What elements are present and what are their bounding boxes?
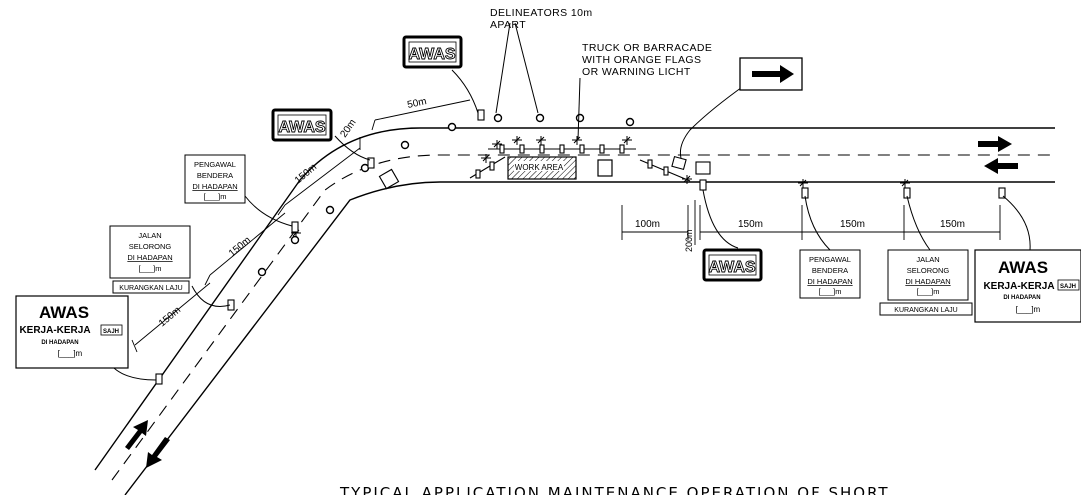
truck-label-line2: WITH ORANGE FLAGS [582,54,701,66]
kerja-sign-left: AWAS KERJA-KERJA SAJH DI HADAPAN [___]m [15,295,129,369]
road-centre-line [111,154,1055,481]
svg-text:BENDERA: BENDERA [812,266,848,275]
awas-sign-3: AWAS [702,248,763,282]
svg-text:[___]m: [___]m [204,192,227,201]
truck-label-line1: TRUCK OR BARRACADE [582,42,712,54]
svg-text:[___]m: [___]m [917,287,940,296]
traffic-arrows [125,136,1018,468]
awas-sign-2: AWAS [271,108,333,142]
svg-text:KURANGKAN LAJU: KURANGKAN LAJU [119,285,182,292]
delineators-label-line2: APART [490,19,526,31]
svg-text:SAJH: SAJH [1060,284,1076,290]
svg-text:PENGAWAL: PENGAWAL [194,160,236,169]
svg-text:DI HADAPAN: DI HADAPAN [192,182,237,191]
sign-posts [155,109,1006,385]
diagram-caption: TYPICAL APPLICATION MAINTENANCE OPERATIO… [339,484,890,495]
direction-sign [739,57,803,91]
jalan-sign-right: JALAN SELORONG DI HADAPAN [___]m KURANGK… [879,249,973,316]
delineators-label-line1: DELINEATORS 10m [490,7,592,19]
svg-text:DI HADAPAN: DI HADAPAN [1003,295,1040,301]
awas-sign-2-text: AWAS [278,119,325,136]
pengawal-sign-right: PENGAWAL BENDERA DI HADAPAN [___]m [799,249,861,299]
svg-text:DI HADAPAN: DI HADAPAN [127,253,172,262]
work-area: WORK AREA [507,156,613,180]
pengawal-sign-left: PENGAWAL BENDERA DI HADAPAN [___]m [184,154,246,204]
awas-sign-3-text: AWAS [708,259,755,276]
kerja-sign-right: AWAS KERJA-KERJA SAJH DI HADAPAN [___]m [974,249,1081,323]
svg-text:[___]m: [___]m [58,349,83,358]
svg-text:20m: 20m [338,117,358,139]
svg-text:KURANGKAN LAJU: KURANGKAN LAJU [894,307,957,314]
arrow-right-icon [978,136,1012,152]
svg-text:150m: 150m [940,219,965,230]
road [94,127,1055,496]
road-upper-edge [94,127,1055,471]
svg-text:[___]m: [___]m [139,264,162,273]
svg-text:DI HADAPAN: DI HADAPAN [905,277,950,286]
svg-text:AWAS: AWAS [998,258,1048,277]
svg-text:BENDERA: BENDERA [197,171,233,180]
barricade-line [469,144,691,182]
svg-text:JALAN: JALAN [138,231,161,240]
svg-text:KERJA-KERJA: KERJA-KERJA [19,325,90,336]
svg-text:KERJA-KERJA: KERJA-KERJA [983,281,1054,292]
truck [597,159,613,177]
dimension-lines [131,99,1001,353]
road-lower-edge [124,181,1055,496]
svg-text:JALAN: JALAN [916,255,939,264]
svg-text:150m: 150m [840,219,865,230]
svg-text:DI HADAPAN: DI HADAPAN [41,340,78,346]
arrow-down-icon [146,437,170,468]
svg-text:DI HADAPAN: DI HADAPAN [807,277,852,286]
arrow-up-icon [125,420,148,450]
svg-text:AWAS: AWAS [39,303,89,322]
svg-text:100m: 100m [635,219,660,230]
svg-text:150m: 150m [227,235,253,260]
svg-text:[___]m: [___]m [819,287,842,296]
arrow-left-icon [984,158,1018,174]
jalan-sign-left: JALAN SELORONG DI HADAPAN [___]m KURANGK… [109,225,191,294]
svg-text:200m: 200m [684,229,694,252]
svg-text:PENGAWAL: PENGAWAL [809,255,851,264]
svg-text:50m: 50m [406,96,427,111]
svg-text:150m: 150m [738,219,763,230]
truck-label-line3: OR WARNING LICHT [582,66,691,78]
svg-text:SELORONG: SELORONG [129,242,172,251]
arrow-right-icon [752,65,794,83]
awas-sign-1-text: AWAS [408,46,455,63]
svg-text:SELORONG: SELORONG [907,266,950,275]
work-area-label: WORK AREA [515,163,564,172]
svg-text:SAJH: SAJH [103,329,119,335]
leader-lines [107,22,1031,381]
awas-sign-1: AWAS [402,35,463,69]
svg-text:[___]m: [___]m [1016,305,1041,314]
